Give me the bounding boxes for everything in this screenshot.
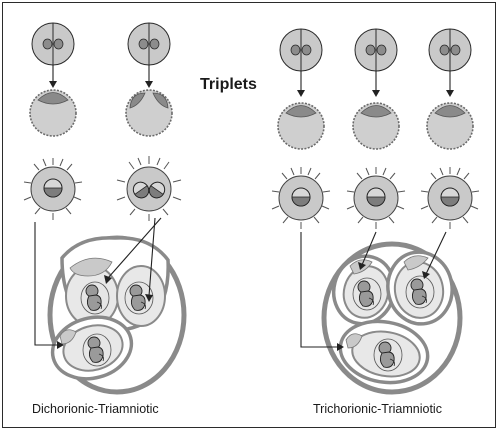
implanting-right-c: [420, 167, 480, 229]
zygote-right-c: [428, 28, 472, 72]
implanting-right-a: [271, 167, 331, 229]
trichorionic-sequence: [271, 28, 480, 395]
zygote-right-b: [354, 28, 398, 72]
implanting-left-a: [23, 158, 83, 220]
fetus-right-2: [405, 275, 435, 309]
implanting-left-b: [116, 156, 182, 221]
fetus-right-3: [373, 338, 403, 372]
blastocyst-right-c: [426, 102, 474, 150]
fetus-left-3: [82, 333, 112, 367]
blastocyst-right-b: [352, 102, 400, 150]
trichorionic-sac: [321, 241, 463, 395]
caption-trichorionic: Trichorionic-Triamniotic: [313, 402, 442, 416]
fetus-right-1: [352, 277, 382, 311]
fetus-left-1: [80, 281, 110, 315]
blastocyst-right-a: [277, 102, 325, 150]
figure-title: Triplets: [200, 76, 257, 93]
zygote-left-b: [127, 22, 171, 66]
blastocyst-left-b: [125, 89, 173, 137]
implanting-right-b: [346, 167, 406, 229]
zygote-left-a: [31, 22, 75, 66]
dichorionic-sequence: [23, 22, 187, 395]
caption-dichorionic: Dichorionic-Triamniotic: [32, 402, 159, 416]
dichorionic-sac: [47, 235, 187, 395]
blastocyst-left-a: [29, 89, 77, 137]
zygote-right-a: [279, 28, 323, 72]
